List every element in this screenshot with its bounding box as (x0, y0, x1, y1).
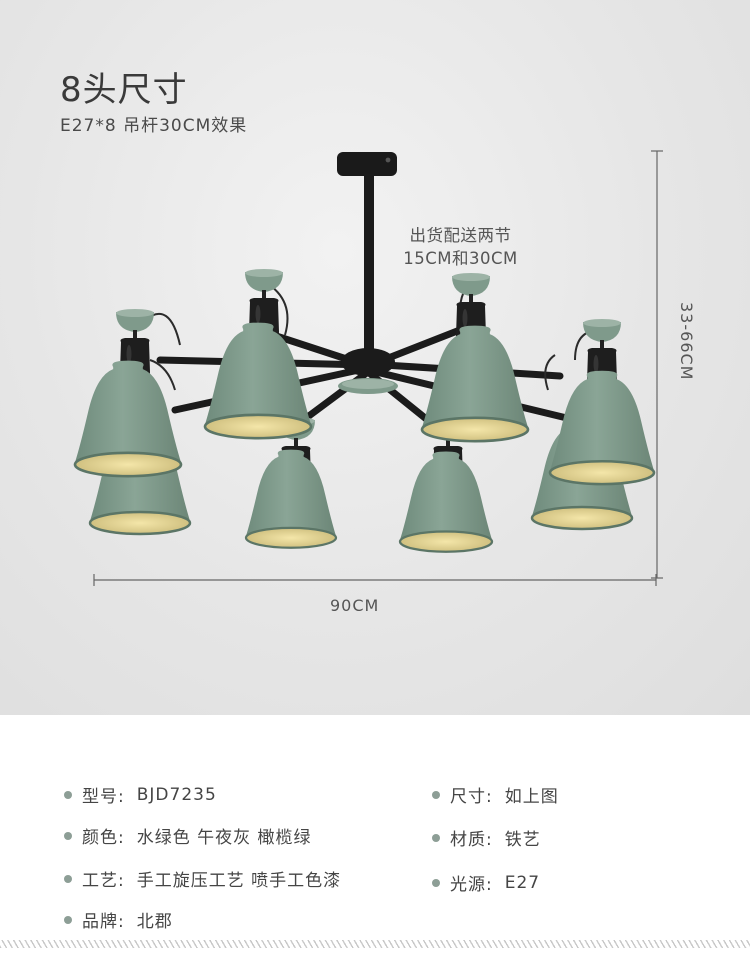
product-photo: 8头尺寸 E27*8 吊杆30CM效果 出货配送两节 15CM和30CM 90C… (0, 0, 750, 715)
spec-value: BJD7235 (136, 784, 217, 805)
spec-key: 材质: (450, 830, 493, 850)
spec-model: 型号: BJD7235 (64, 782, 217, 807)
spec-size: 尺寸: 如上图 (432, 782, 559, 807)
bullet-icon (64, 874, 72, 883)
spec-key: 型号: (82, 787, 125, 807)
canopy-and-rod (337, 152, 397, 354)
bullet-icon (432, 833, 440, 842)
spec-light-source: 光源: E27 (432, 870, 540, 895)
spec-value: E27 (504, 872, 541, 893)
spec-key: 光源: (450, 875, 493, 895)
spec-brand: 品牌: 北郡 (64, 907, 173, 932)
spec-value: 北郡 (136, 912, 173, 932)
lamp-upper-center-right (420, 273, 530, 443)
spec-value: 手工旋压工艺 喷手工色漆 (136, 871, 342, 891)
decorative-stripe (0, 940, 750, 948)
dimension-lines (93, 150, 663, 586)
spec-value: 铁艺 (504, 830, 541, 850)
spec-key: 尺寸: (450, 787, 493, 807)
lamp-upper-right (548, 319, 656, 486)
width-dimension-label: 90CM (330, 596, 380, 615)
hub (338, 348, 398, 394)
spec-key: 品牌: (82, 912, 125, 932)
bullet-icon (64, 831, 72, 840)
spec-craft: 工艺: 手工旋压工艺 喷手工色漆 (64, 866, 341, 891)
bullet-icon (64, 915, 72, 924)
spec-key: 颜色: (82, 828, 125, 848)
page-title: 8头尺寸 (60, 70, 188, 110)
shipping-note: 出货配送两节 15CM和30CM (378, 224, 543, 270)
shipping-note-line2: 15CM和30CM (403, 249, 518, 268)
spec-list: 型号: BJD7235 颜色: 水绿色 午夜灰 橄榄绿 工艺: 手工旋压工艺 喷… (0, 715, 750, 957)
spec-value: 如上图 (504, 787, 559, 807)
spec-key: 工艺: (82, 871, 125, 891)
spec-material: 材质: 铁艺 (432, 825, 541, 850)
lamp-upper-center-left (203, 269, 313, 440)
height-dimension-label: 33-66CM (677, 302, 696, 381)
bullet-icon (64, 790, 72, 799)
page-subtitle: E27*8 吊杆30CM效果 (60, 116, 248, 136)
bullet-icon (432, 790, 440, 799)
bullet-icon (432, 878, 440, 887)
shipping-note-line1: 出货配送两节 (409, 226, 512, 245)
spec-color: 颜色: 水绿色 午夜灰 橄榄绿 (64, 823, 312, 848)
lamp-upper-left (73, 309, 183, 478)
chandelier-illustration (73, 150, 663, 586)
spec-value: 水绿色 午夜灰 橄榄绿 (136, 828, 312, 848)
